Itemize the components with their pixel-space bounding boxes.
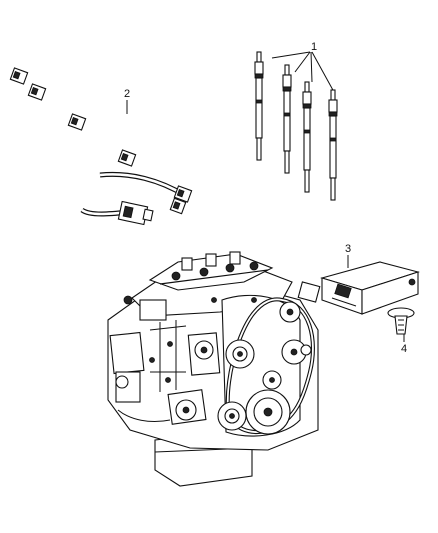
- crank-pulley: [245, 389, 291, 435]
- push-pin-icon: [387, 307, 415, 335]
- glow-plug-icon: [254, 51, 264, 161]
- harness-connector: [67, 113, 87, 131]
- tensioner-pulley: [262, 370, 282, 390]
- harness-connector: [27, 83, 47, 101]
- leader-line-1c: [310, 51, 313, 83]
- wiring-harness-group: 2: [9, 67, 193, 226]
- wiring-harness-icon: [9, 67, 193, 226]
- push-pin-group: 4: [387, 307, 415, 355]
- glow-plugs-group: 1: [254, 41, 338, 201]
- harness-main-connector: [117, 200, 154, 226]
- callout-4-label: 4: [401, 343, 407, 355]
- harness-connector: [117, 149, 137, 167]
- callout-3-label: 3: [345, 243, 351, 255]
- engine-assembly-icon: [107, 251, 321, 487]
- alternator-pulley: [225, 339, 255, 369]
- control-module-group: 3: [320, 243, 420, 315]
- glow-plug-icon: [282, 64, 292, 174]
- callout-1-label: 1: [311, 41, 317, 53]
- glow-plug-icon: [302, 81, 312, 193]
- harness-connector: [169, 197, 187, 215]
- callout-2-label: 2: [124, 88, 130, 100]
- leader-line-1a: [271, 51, 311, 59]
- control-module-icon: [320, 261, 420, 315]
- leader-line-1d: [311, 51, 335, 93]
- glow-plug-icon: [328, 89, 338, 201]
- harness-connector: [9, 67, 29, 85]
- idler-pulley: [281, 339, 307, 365]
- leader-line-1b: [294, 51, 311, 73]
- water-pump-pulley: [279, 301, 301, 323]
- harness-connector: [173, 185, 193, 203]
- ac-compressor: [217, 401, 247, 431]
